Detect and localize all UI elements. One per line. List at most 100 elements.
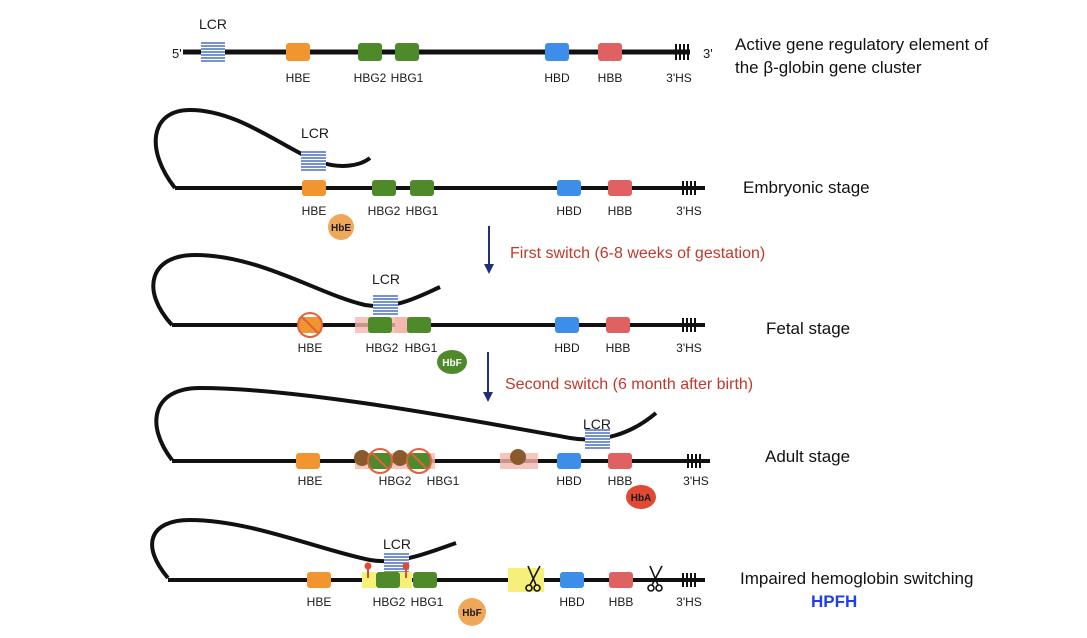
hs3-element <box>675 44 689 60</box>
label-hbe: HBE <box>286 71 311 85</box>
label-hs3: 3'HS <box>676 204 702 218</box>
gene-hbe <box>307 572 331 588</box>
label-hbd: HBD <box>556 474 582 488</box>
gene-hbd <box>560 572 584 588</box>
protein-hbe-label: HbE <box>331 223 351 234</box>
no-sign-icon <box>297 312 323 338</box>
lcr-label: LCR <box>301 125 329 141</box>
lcr-label: LCR <box>583 416 611 432</box>
gene-hbb <box>608 453 632 469</box>
gene-hbb <box>609 572 633 588</box>
second-switch-label: Second switch (6 month after birth) <box>505 376 753 393</box>
gene-hbg1 <box>395 43 419 61</box>
label-hbd: HBD <box>544 71 570 85</box>
gene-hbg1 <box>407 317 431 333</box>
scissors-icon <box>647 565 663 592</box>
scissors-icon <box>525 565 541 592</box>
label-hbg1: HBG1 <box>405 341 438 355</box>
lcr-element <box>585 428 610 449</box>
label-hs3: 3'HS <box>683 474 709 488</box>
label-hbe: HBE <box>298 474 323 488</box>
label-hbg1: HBG1 <box>391 71 424 85</box>
caption-cluster-line2: the β-globin gene cluster <box>735 58 922 77</box>
gene-hbd <box>555 317 579 333</box>
lcr-stripes <box>373 295 398 315</box>
label-hbe: HBE <box>298 341 323 355</box>
label-hbg2: HBG2 <box>366 341 399 355</box>
first-switch: First switch (6-8 weeks of gestation) <box>484 226 765 274</box>
label-hbe: HBE <box>307 595 332 609</box>
no-sign-icon <box>367 448 393 474</box>
protein-hba-label: HbA <box>631 493 652 504</box>
protein-hbf-label: HbF <box>442 358 461 369</box>
lcr-stripes <box>585 429 610 449</box>
panel-fetal: LCR HBE HBG2 HBG1 HBD HBB 3'HS HbF Fetal… <box>151 252 850 374</box>
label-hs3: 3'HS <box>676 341 702 355</box>
panel-gene-cluster: 5' LCR 3' HBE HBG2 HBG1 HBD HBB 3'HS Act… <box>172 16 989 85</box>
caption-impaired-switching: Impaired hemoglobin switching <box>740 569 973 588</box>
five-prime-label: 5' <box>172 46 182 61</box>
gene-hbg2 <box>358 43 382 61</box>
caption-fetal: Fetal stage <box>766 319 850 338</box>
label-hbg1: HBG1 <box>411 595 444 609</box>
lcr-element <box>201 41 225 63</box>
three-prime-label: 3' <box>703 46 713 61</box>
highlight-region <box>395 317 409 333</box>
label-hbd: HBD <box>559 595 585 609</box>
no-sign-icon <box>406 448 432 474</box>
label-hbb: HBB <box>608 474 633 488</box>
label-hbg1: HBG1 <box>427 474 460 488</box>
label-hbd: HBD <box>556 204 582 218</box>
first-switch-label: First switch (6-8 weeks of gestation) <box>510 245 765 262</box>
lcr-stripes <box>201 42 225 62</box>
panel-adult: LCR HBE HBG2 HBG1 HBD HBB 3'HS HbA <box>154 385 850 509</box>
panel-embryonic: LCR HBE HBG2 HBG1 HBD HBB 3'HS HbE Embry… <box>153 107 870 240</box>
gene-hbb <box>598 43 622 61</box>
hs3-element <box>682 181 696 195</box>
label-hbg2: HBG2 <box>354 71 387 85</box>
gene-hbe <box>302 180 326 196</box>
mutation-pin <box>402 562 410 578</box>
label-hbg2: HBG2 <box>373 595 406 609</box>
label-hs3: 3'HS <box>666 71 692 85</box>
protein-hba: HbA <box>626 485 656 509</box>
gene-hbe <box>286 43 310 61</box>
repressor-protein <box>354 450 370 466</box>
protein-hbf: HbF <box>458 598 486 626</box>
caption-cluster-line1: Active gene regulatory element of <box>735 35 989 54</box>
caption-embryonic: Embryonic stage <box>743 178 870 197</box>
gene-hbg1 <box>413 572 437 588</box>
protein-hbf: HbF <box>437 350 467 374</box>
repressor-protein <box>392 450 408 466</box>
repressor-protein <box>510 449 526 465</box>
dna-loop <box>153 107 372 190</box>
label-hbd: HBD <box>554 341 580 355</box>
second-switch: Second switch (6 month after birth) <box>483 352 753 402</box>
gene-hbg2 <box>368 317 392 333</box>
label-hbb: HBB <box>608 204 633 218</box>
lcr-label: LCR <box>383 536 411 552</box>
protein-hbe: HbE <box>328 214 354 240</box>
label-hbg1: HBG1 <box>406 204 439 218</box>
lcr-label: LCR <box>199 16 227 32</box>
panel-hpfh: LCR HBE HBG2 HBG1 HBD <box>150 517 973 626</box>
highlight-region <box>398 572 412 588</box>
highlight-region <box>362 572 376 588</box>
caption-adult: Adult stage <box>765 447 850 466</box>
gene-hbb <box>606 317 630 333</box>
label-hs3: 3'HS <box>676 595 702 609</box>
label-hbb: HBB <box>598 71 623 85</box>
arrow-down-icon <box>483 352 493 402</box>
protein-hbf-label: HbF <box>462 608 481 619</box>
label-hbb: HBB <box>606 341 631 355</box>
lcr-label: LCR <box>372 271 400 287</box>
gene-hbd <box>557 453 581 469</box>
dna-loop <box>154 385 658 462</box>
lcr-stripes <box>301 151 326 171</box>
arrow-down-icon <box>484 226 494 274</box>
mutation-pin <box>364 562 372 578</box>
caption-hpfh: HPFH <box>811 592 857 611</box>
lcr-element <box>301 150 326 171</box>
hs3-element <box>682 318 696 332</box>
hs3-element <box>687 454 701 468</box>
